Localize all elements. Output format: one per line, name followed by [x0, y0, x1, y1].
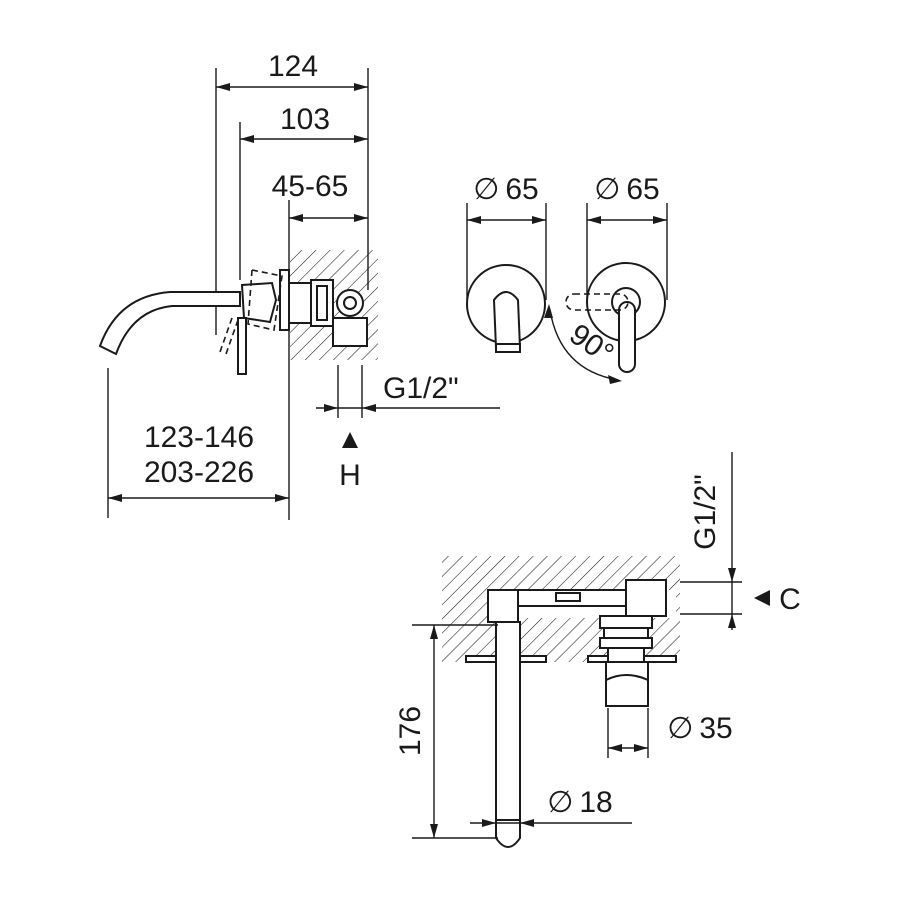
dim-overall-depth: 124	[268, 50, 318, 83]
spout	[98, 291, 241, 356]
section-body	[487, 589, 519, 623]
marker-h: H	[339, 459, 361, 492]
dim-height: 176	[394, 706, 427, 756]
dim-spout-range-1: 123-146	[144, 421, 254, 454]
dim-diameter-body: ∅35	[667, 712, 733, 745]
dim-spout-range-2: 203-226	[144, 456, 254, 489]
dim-diameter-spout: ∅18	[547, 786, 613, 819]
lever-handle	[240, 281, 278, 324]
h-marker-arrow	[342, 432, 358, 448]
dim-diameter-left: ∅65	[473, 173, 539, 206]
valve-body	[288, 282, 312, 324]
dim-thread-section: G1/2"	[689, 474, 722, 550]
section-view: G1/2" C 176 ∅35 ∅18	[394, 452, 801, 848]
section-lever	[605, 661, 649, 707]
dim-wall-range: 45-65	[272, 170, 349, 203]
dim-body-depth: 103	[280, 103, 330, 136]
section-spout	[495, 621, 521, 823]
front-view: ∅65 ∅65 90°	[466, 173, 668, 384]
dim-diameter-right: ∅65	[594, 173, 660, 206]
marker-c: C	[779, 583, 801, 616]
spout-front	[492, 291, 522, 349]
dim-thread-side: G1/2"	[383, 372, 459, 405]
side-view: 124 103 45-65 G1/2" H 123-146 203-226	[98, 50, 500, 520]
lever-front	[618, 301, 636, 373]
c-marker-arrow	[754, 590, 770, 606]
lever-stem	[237, 317, 247, 375]
